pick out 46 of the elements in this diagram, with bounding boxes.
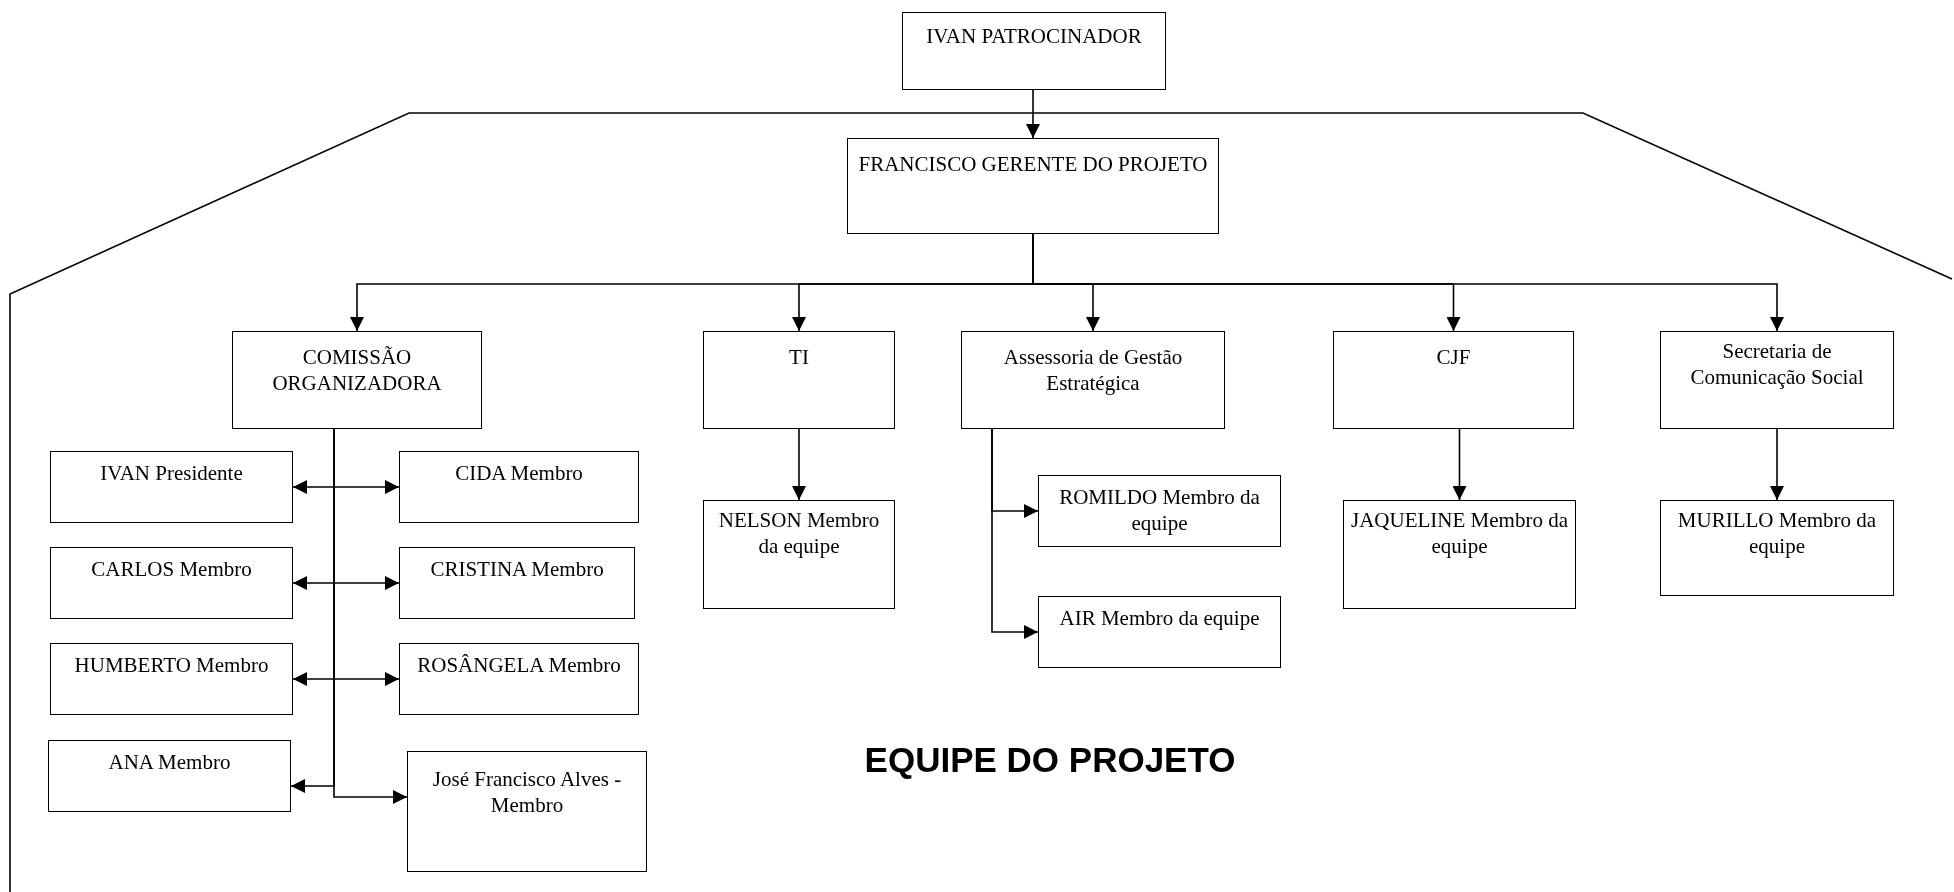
org-box-label: CJF (1436, 344, 1471, 371)
org-box-label: NELSON Membro da equipe (717, 507, 881, 560)
org-box-label: Secretaria de Comunicação Social (1689, 338, 1865, 391)
arrow (792, 428, 806, 501)
org-box-label: Assessoria de Gestão Estratégica (1002, 344, 1184, 397)
arrow (1026, 89, 1040, 139)
org-box-label: ROSÂNGELA Membro (417, 652, 621, 679)
org-box-label: CARLOS Membro (91, 556, 252, 583)
org-box-label: COMISSÃO ORGANIZADORA (271, 344, 443, 397)
org-box (1038, 596, 1281, 668)
org-box (232, 331, 482, 429)
org-box (399, 451, 639, 523)
org-box (847, 138, 1219, 234)
arrow (1452, 428, 1467, 501)
org-box-label: ROMILDO Membro da equipe (1058, 484, 1261, 537)
org-box (902, 12, 1166, 90)
org-box (50, 547, 293, 619)
org-box-label: HUMBERTO Membro (74, 652, 269, 679)
org-box (50, 451, 293, 523)
org-box-label: AIR Membro da equipe (1059, 605, 1260, 632)
org-box-label: IVAN Presidente (100, 460, 243, 487)
arrow (991, 428, 1039, 639)
team-title: EQUIPE DO PROJETO (863, 740, 1237, 780)
org-box-label: MURILLO Membro da equipe (1676, 507, 1878, 560)
org-box (961, 331, 1225, 429)
org-box (48, 740, 291, 812)
org-box (703, 500, 895, 609)
arrow (1770, 428, 1784, 501)
org-box (1038, 475, 1281, 547)
org-box-label: TI (789, 344, 809, 371)
org-box-label: IVAN PATROCINADOR (926, 23, 1142, 50)
org-box-label: CRISTINA Membro (430, 556, 604, 583)
org-box-label: FRANCISCO GERENTE DO PROJETO (858, 151, 1208, 178)
org-box-label: CIDA Membro (455, 460, 583, 487)
org-box (407, 751, 647, 872)
org-box (50, 643, 293, 715)
org-box-label: JAQUELINE Membro da equipe (1350, 507, 1569, 560)
org-box (1333, 331, 1574, 429)
org-box (399, 643, 639, 715)
org-box-label: ANA Membro (108, 749, 231, 776)
org-box (703, 331, 895, 429)
org-box-label: José Francisco Alves - Membro (431, 766, 623, 819)
org-box (1660, 331, 1894, 429)
org-box (1660, 500, 1894, 596)
org-box (1343, 500, 1576, 609)
org-box (399, 547, 635, 619)
